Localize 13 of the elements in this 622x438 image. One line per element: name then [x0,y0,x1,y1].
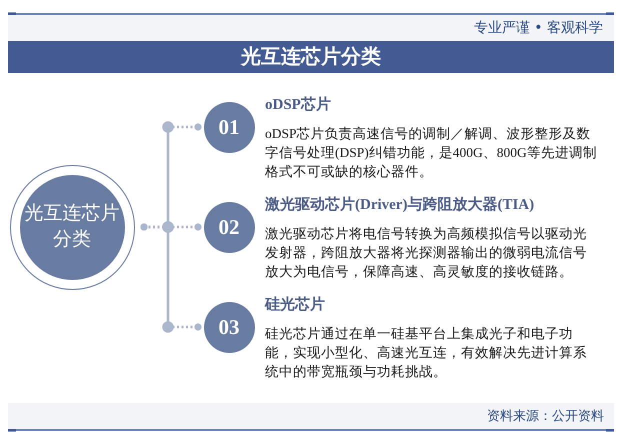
number-circle: 03 [204,302,254,352]
item-heading: 激光驱动芯片(Driver)与跨阻放大器(TIA) [265,195,536,215]
number-circle: 01 [204,102,254,152]
number-circle: 02 [204,202,254,252]
item-heading: oDSP芯片 [265,95,332,115]
slogan-text: 专业严谨 • 客观科学 [474,19,603,37]
item-description: 硅光芯片通过在单一硅基平台上集成光子和电子功能，实现小型化、高速光互连，有效解决先进计算系统中的带宽瓶颈与功耗挑战。 [265,324,588,380]
title-banner: 光互连芯片分类 [8,41,614,73]
item-description: 激光驱动芯片将电信号转换为高频模拟信号以驱动光发射器，跨阻放大器将光探测器输出的微弱电流信号放大为电信号，保障高速、高灵敏度的接收链路。 [265,224,588,280]
item-heading: 硅光芯片 [265,295,326,315]
item-description: oDSP芯片负责高速信号的调制／解调、波形整形及数字信号处理(DSP)纠错功能，是400G、800G等先进调制格式不可或缺的核心器件。 [265,124,598,180]
source-note: 资料来源：公开资料 [487,408,604,425]
category-circle: 光互连芯片分类 [10,164,134,290]
